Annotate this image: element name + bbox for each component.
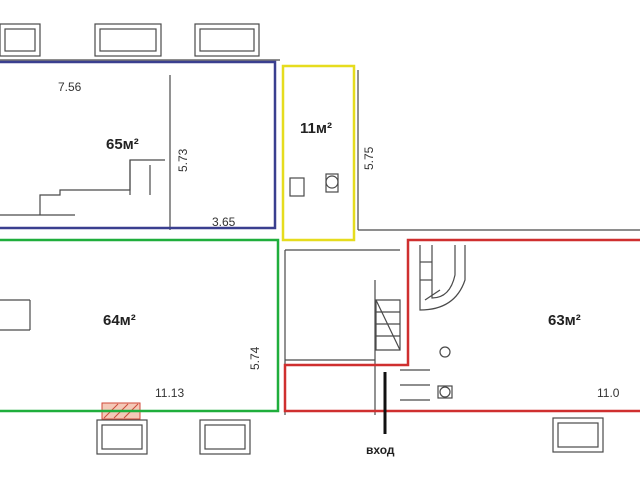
- room-64-outline: [0, 238, 280, 413]
- dimension-room65-height: 5.73: [176, 148, 190, 172]
- walls: [0, 59, 640, 415]
- room-11-outline: [281, 64, 356, 242]
- entrance-label: вход: [366, 443, 395, 457]
- dimension-room65-inner: 3.65: [212, 215, 236, 229]
- dimension-room63-width: 11.0: [597, 386, 620, 400]
- room-11-area: 11м²: [300, 120, 332, 137]
- windows-bottom: [96, 417, 604, 455]
- stairs: [375, 245, 466, 351]
- room-63-outline: [283, 238, 640, 413]
- dimension-room11-side: 5.75: [362, 146, 376, 170]
- room-65-outline: [0, 60, 277, 230]
- toilet-fixtures: [289, 173, 453, 399]
- dimension-top-width: 7.56: [58, 80, 82, 94]
- dimension-room64-width: 11.13: [155, 386, 185, 400]
- dimension-room64-height: 5.74: [248, 346, 262, 370]
- room-63-area: 63м²: [548, 312, 581, 329]
- room-65-area: 65м²: [106, 136, 139, 153]
- windows-top: [0, 23, 260, 57]
- room-64-area: 64м²: [103, 312, 136, 329]
